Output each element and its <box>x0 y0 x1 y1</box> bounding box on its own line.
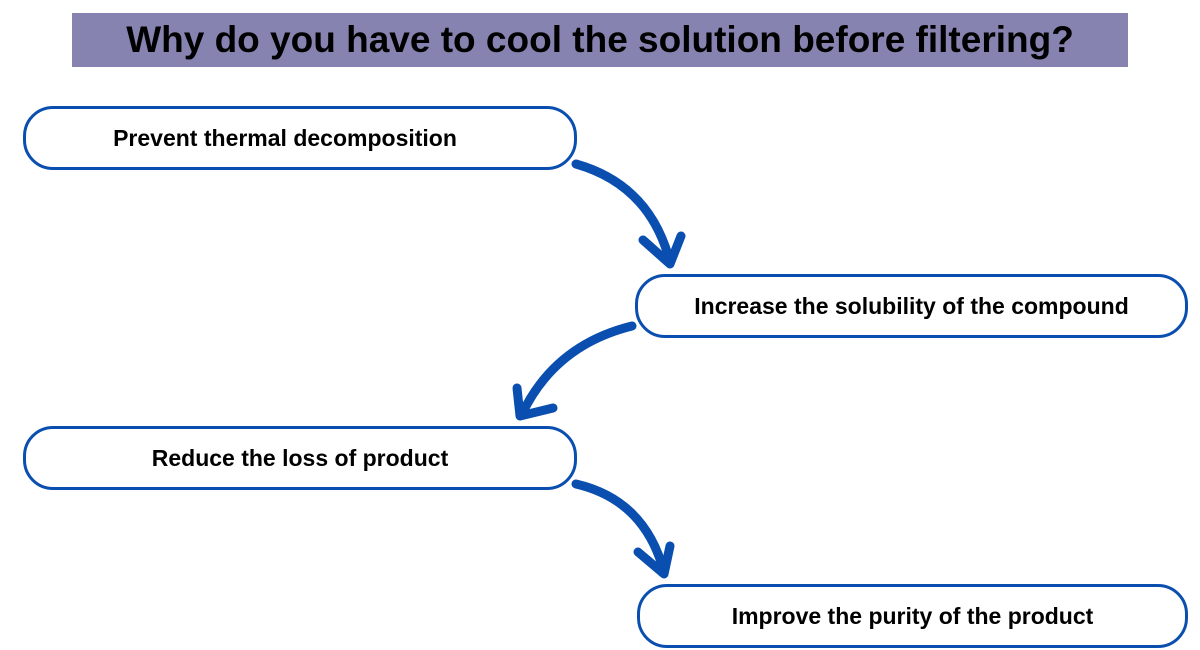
step-box-4: Improve the purity of the product <box>637 584 1188 648</box>
arrow-3-head <box>633 541 675 579</box>
step-label: Increase the solubility of the compound <box>694 292 1129 319</box>
arrow-1 <box>571 159 675 267</box>
step-box-2: Increase the solubility of the compound <box>635 274 1188 338</box>
arrow-3 <box>571 479 669 577</box>
page-title: Why do you have to cool the solution bef… <box>72 13 1128 67</box>
step-label: Prevent thermal decomposition <box>113 124 457 151</box>
step-box-1: Prevent thermal decomposition <box>23 106 577 170</box>
arrow-2 <box>517 321 637 419</box>
step-label: Reduce the loss of product <box>151 444 449 471</box>
arrow-2-head <box>512 383 558 421</box>
step-box-3: Reduce the loss of product <box>23 426 577 490</box>
arrow-1-head <box>638 231 686 269</box>
step-label: Improve the purity of the product <box>731 602 1094 629</box>
